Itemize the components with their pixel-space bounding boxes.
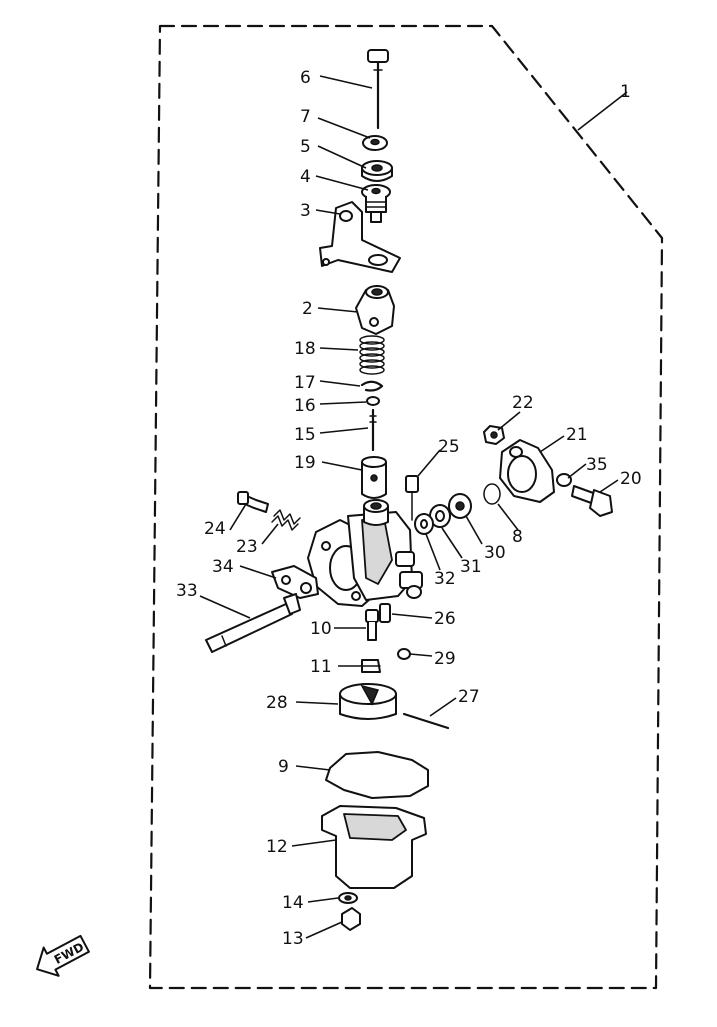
callout-29: 29 <box>434 649 456 669</box>
part-14-washer <box>338 892 358 904</box>
arrow-left-icon <box>36 934 90 977</box>
callout-27: 27 <box>458 687 480 707</box>
part-35-washer <box>556 473 572 487</box>
callout-20: 20 <box>620 469 642 489</box>
callout-30: 30 <box>484 543 506 563</box>
part-2-chamber-top <box>355 285 395 335</box>
part-29-screw <box>397 648 411 660</box>
part-6-screw <box>367 49 389 130</box>
part-3-bracket <box>319 201 401 273</box>
callout-34: 34 <box>212 557 234 577</box>
callout-17: 17 <box>294 373 316 393</box>
part-31-washer <box>429 504 451 528</box>
part-25-jet <box>405 475 419 521</box>
part-16-ring <box>366 396 380 406</box>
part-23-spring <box>271 509 301 531</box>
part-26-jet <box>379 603 391 623</box>
callout-22: 22 <box>512 393 534 413</box>
callout-13: 13 <box>282 929 304 949</box>
part-12-float-bowl <box>321 805 427 889</box>
part-24-screw <box>237 491 269 513</box>
callout-2: 2 <box>302 299 313 319</box>
carburetor-body <box>307 499 423 607</box>
callout-24: 24 <box>204 519 226 539</box>
part-18-spring <box>359 335 385 375</box>
part-30-washer <box>448 493 472 519</box>
callout-32: 32 <box>434 569 456 589</box>
leader-lines <box>199 75 628 939</box>
callout-16: 16 <box>294 396 316 416</box>
callout-35: 35 <box>586 455 608 475</box>
part-19-throttle-valve <box>361 456 387 499</box>
callout-4: 4 <box>300 167 311 187</box>
callout-25: 25 <box>438 437 460 457</box>
callout-23: 23 <box>236 537 258 557</box>
part-28-float <box>339 683 397 720</box>
callout-28: 28 <box>266 693 288 713</box>
callout-18: 18 <box>294 339 316 359</box>
part-4-cap <box>361 184 391 223</box>
part-33-shaft <box>205 593 301 653</box>
part-34-plate <box>271 565 319 599</box>
callout-8: 8 <box>512 527 523 547</box>
callout-12: 12 <box>266 837 288 857</box>
part-27-pin <box>402 712 450 730</box>
callout-1: 1 <box>620 82 631 102</box>
callout-33: 33 <box>176 581 198 601</box>
part-9-gasket <box>325 751 429 799</box>
callout-21: 21 <box>566 425 588 445</box>
callout-5: 5 <box>300 137 311 157</box>
part-17-clip <box>360 380 384 392</box>
callout-9: 9 <box>278 757 289 777</box>
fwd-direction-badge: FWD <box>36 934 90 977</box>
part-32-washer <box>414 513 434 535</box>
callout-3: 3 <box>300 201 311 221</box>
callout-31: 31 <box>460 557 482 577</box>
part-21-lever <box>499 439 555 503</box>
callout-14: 14 <box>282 893 304 913</box>
callout-11: 11 <box>310 657 332 677</box>
callout-26: 26 <box>434 609 456 629</box>
part-7-washer <box>362 135 388 151</box>
part-8-oring <box>483 483 501 505</box>
part-11-jet-holder <box>361 659 381 673</box>
part-10-jet <box>365 609 379 641</box>
part-15-needle <box>369 408 377 452</box>
part-5-nut <box>361 160 393 182</box>
part-20-bolt <box>571 485 613 517</box>
part-22-nut <box>483 425 505 445</box>
callout-6: 6 <box>300 68 311 88</box>
callout-19: 19 <box>294 453 316 473</box>
assembly-boundary <box>148 24 664 990</box>
callout-7: 7 <box>300 107 311 127</box>
callout-15: 15 <box>294 425 316 445</box>
callout-10: 10 <box>310 619 332 639</box>
callout-labels: 1 2 3 4 5 6 7 8 9 10 11 12 13 14 15 16 1… <box>176 68 642 949</box>
part-13-drain-screw <box>341 907 361 931</box>
